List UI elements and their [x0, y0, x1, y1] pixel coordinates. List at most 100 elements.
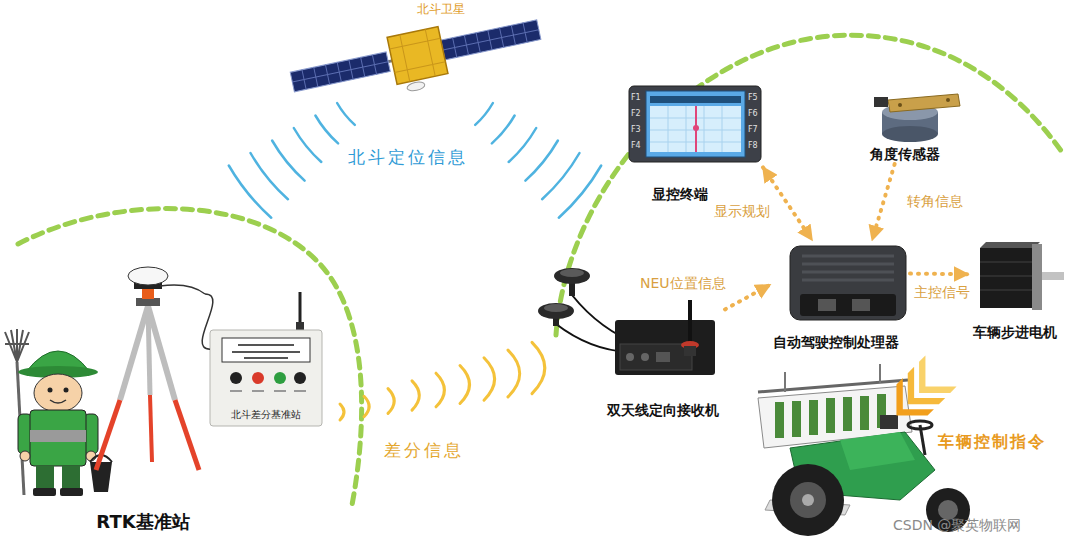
rice-transplanter: [880, 415, 898, 429]
key-label: F3: [631, 125, 641, 135]
receiver-picture: [615, 320, 715, 375]
processor-picture: [802, 256, 894, 280]
satellite-picture: [287, 6, 546, 115]
rtk-tripod: [148, 306, 150, 395]
cable: [202, 294, 213, 349]
edge-label: 显示规划: [712, 203, 772, 220]
terminal-picture: [646, 91, 745, 157]
terminal-picture: [629, 86, 761, 162]
differential-wave: [436, 373, 444, 407]
signal-wave: [229, 103, 601, 218]
differential-wave: [412, 381, 419, 410]
rice-transplanter: [792, 401, 801, 437]
differential-wave: [532, 342, 545, 393]
farmer-figure: [5, 329, 112, 496]
satellite-picture: [387, 27, 448, 85]
rice-transplanter: [860, 396, 869, 430]
satellite-picture: [290, 52, 390, 92]
control-chevron: [881, 378, 934, 431]
rice-transplanter: [840, 432, 915, 470]
rice-transplanter: [790, 482, 826, 518]
signal-wave: [475, 103, 493, 125]
sensor-picture: [888, 94, 960, 112]
farmer-figure: [62, 466, 80, 490]
key-label: F6: [748, 109, 758, 119]
satellite-picture: [387, 27, 448, 85]
receiver-picture: [560, 269, 584, 277]
control-chevron: [881, 355, 957, 431]
node-caption: 双天线定向接收机: [607, 402, 719, 420]
motor-picture: [980, 242, 1040, 248]
signal-wave: [315, 116, 338, 144]
rice-transplanter: [802, 494, 814, 506]
differential-box-picture: [210, 330, 322, 426]
rice-transplanter: [908, 421, 932, 429]
differential-box-picture: [299, 292, 302, 324]
terminal-picture: [650, 106, 741, 152]
edge-label: 转角信息: [905, 193, 965, 210]
key-label: F7: [748, 125, 758, 135]
terminal-picture: [629, 86, 761, 162]
farmer-figure: [36, 466, 54, 490]
receiver-picture: [538, 303, 574, 319]
farmer-figure: [64, 388, 69, 393]
rtk-base-station: RTK基准站: [5, 255, 205, 533]
processor-picture: [852, 299, 870, 311]
receiver-picture: [641, 353, 649, 361]
farmer-figure: [90, 462, 112, 492]
receiver-picture: [544, 304, 568, 312]
motor-picture: [980, 242, 1064, 310]
rice-transplanter: [826, 398, 835, 433]
coverage-arc: [18, 35, 1062, 505]
differential-wave: [460, 366, 470, 404]
differential-box-picture: [230, 390, 306, 392]
differential-wave: [364, 396, 369, 416]
farmer-figure: [30, 430, 86, 442]
signal-wave: [542, 153, 579, 199]
differential-box-picture: [210, 292, 322, 426]
rice-transplanter: [879, 364, 881, 383]
differential-wave: [508, 350, 520, 397]
signal-wave: [229, 166, 271, 218]
signal-wave: [492, 116, 515, 144]
node-caption: 角度传感器: [870, 146, 940, 164]
signal-label: 北斗定位信息: [348, 147, 468, 167]
satellite-picture: [441, 20, 541, 60]
farmer-figure: [34, 374, 82, 412]
rtk-tripod: [175, 400, 199, 470]
sensor-picture: [882, 126, 938, 142]
differential-box-picture: [222, 338, 310, 362]
command-label: 车辆控制指令: [938, 432, 1046, 451]
rtk-tripod: [160, 285, 205, 294]
farmer-figure: [33, 488, 56, 496]
sensor-picture: [898, 103, 902, 107]
farmer-figure: [50, 400, 66, 403]
display-terminal: 显控终端: [628, 82, 763, 204]
differential-box-picture: [230, 372, 242, 384]
rtk-tripod: [148, 306, 175, 400]
signal-label: 差分信息: [384, 440, 464, 460]
autopilot-controller: 自动驾驶控制处理器: [770, 240, 910, 352]
differential-base-box: 北斗差分基准站: [210, 330, 322, 426]
key-label: F2: [631, 109, 641, 119]
node-caption: 自动驾驶控制处理器: [773, 334, 899, 352]
dotted-arrow: [872, 164, 894, 240]
differential-wave: [388, 389, 394, 414]
motor-picture: [980, 248, 1034, 308]
signal-wave: [509, 128, 537, 162]
farmer-figure: [48, 388, 53, 393]
terminal-picture: [650, 96, 741, 103]
watermark: CSDN @聚英物联网: [893, 517, 1021, 534]
node-caption: 北斗卫星: [417, 2, 465, 18]
signal-wave: [294, 128, 322, 162]
differential-wave: [340, 342, 545, 420]
rtk-tripod: [96, 400, 120, 470]
signal-wave: [559, 166, 601, 218]
differential-wave: [340, 404, 344, 420]
receiver-picture: [620, 344, 692, 370]
dotted-arrow: [910, 272, 968, 277]
